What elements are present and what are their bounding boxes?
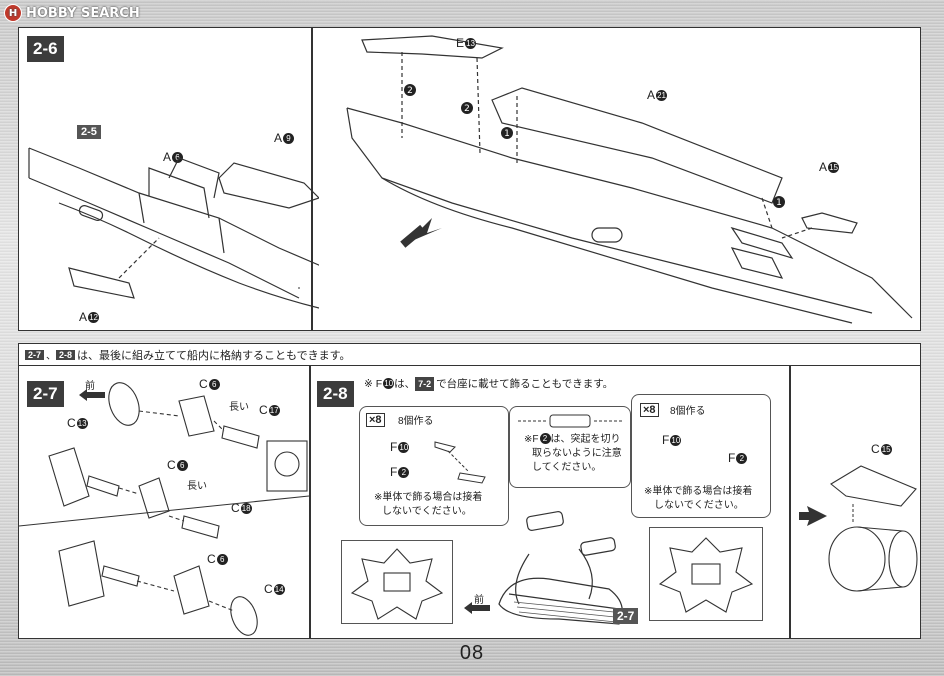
long-note-b: 長い <box>187 481 207 492</box>
panel-divider <box>311 28 313 330</box>
single-display-note-right-1: ※単体で飾る場合は接着 <box>644 486 753 497</box>
section-divider-1 <box>309 366 311 638</box>
section-divider-2 <box>789 366 791 638</box>
watermark-text: HOBBY SEARCH <box>26 5 140 21</box>
strip-tag-2-7: 2-7 <box>25 349 45 360</box>
x8-badge-right: ×8 <box>640 403 659 417</box>
step-badge-2-7: 2-7 <box>27 381 64 407</box>
wheel-assembly-illustration <box>19 382 309 636</box>
long-note-a: 長い <box>229 402 249 413</box>
page-number: 08 <box>459 642 485 664</box>
strip-text: は、最後に組み立てて船内に格納することもできます。 <box>77 349 351 362</box>
sprocket-detail-right <box>649 527 763 621</box>
ref-step-badge: 2-5 <box>77 125 101 139</box>
track-pin-detail <box>518 414 622 428</box>
arrow-num-2b: 2 <box>464 104 470 114</box>
caution-text-3: してください。 <box>532 462 602 473</box>
final-wheel-assembly <box>799 465 918 592</box>
make-8-text-right: 8個作る <box>670 406 706 417</box>
sprocket-detail-left <box>341 540 453 624</box>
sprocket-icon-left <box>350 548 444 620</box>
single-display-note-left-1: ※単体で飾る場合は接着 <box>374 492 483 503</box>
arrow-num-2a: 2 <box>407 86 413 96</box>
notice-strip: 2-7 、 2-8 は、最後に組み立てて船内に格納することもできます。 <box>19 344 920 366</box>
front-label-2-7: 前 <box>85 381 95 392</box>
watermark-logo-icon: H <box>4 4 22 22</box>
sprocket-icon-right <box>658 537 754 613</box>
hobby-search-watermark: H HOBBY SEARCH <box>4 4 140 22</box>
track-link-part-left <box>434 441 486 484</box>
steps-2-7-2-8-panel: 2-7 、 2-8 は、最後に組み立てて船内に格納することもできます。 2-7 … <box>18 343 921 639</box>
single-display-note-right-2: しないでください。 <box>654 500 744 511</box>
front-arrow-icon-2-8 <box>464 602 490 614</box>
front-arrow-icon <box>79 389 105 401</box>
strip-tag-2-8: 2-8 <box>56 349 76 360</box>
ship-deck-assembly-illustration: 2 2 1 1 <box>346 35 913 324</box>
ref-step-2-7: 2-7 <box>613 608 639 624</box>
ship-stern-illustration-left <box>28 147 319 309</box>
step-badge: 2-6 <box>27 36 64 62</box>
front-label-2-8: 前 <box>474 595 484 606</box>
make-8-text-left: 8個作る <box>398 416 434 427</box>
arrow-num-1a: 1 <box>504 129 510 139</box>
x8-badge-left: ×8 <box>366 413 385 427</box>
caution-text-2: 取らないように注意 <box>532 448 622 459</box>
arrow-num-1b: 1 <box>776 198 782 208</box>
step-badge-2-8: 2-8 <box>317 381 354 407</box>
track-wheel-assembly <box>498 511 623 625</box>
single-display-note-left-2: しないでください。 <box>382 506 472 517</box>
